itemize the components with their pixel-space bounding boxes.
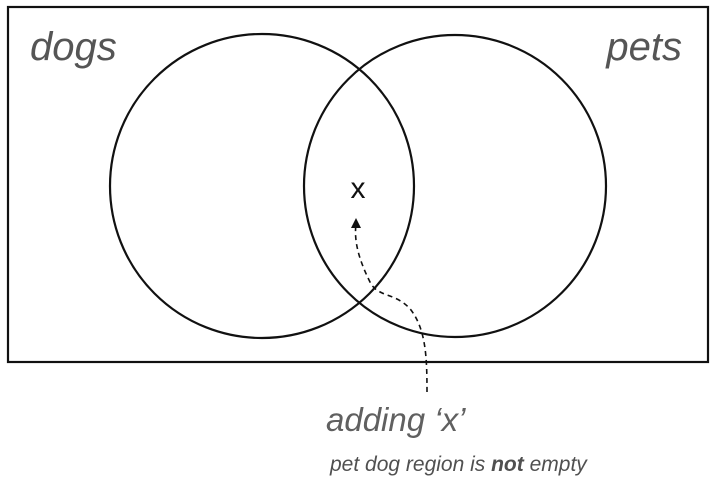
annotation-sub-after: empty xyxy=(524,453,589,476)
annotation-arrow xyxy=(354,223,428,393)
element-x: x xyxy=(351,172,366,205)
annotation-subtitle: pet dog region is not empty xyxy=(329,453,588,476)
annotation-title: adding ‘x’ xyxy=(326,401,466,438)
dogs-circle xyxy=(108,32,416,340)
universe-box xyxy=(6,5,710,364)
annotation-sub-before: pet dog region is xyxy=(329,453,491,476)
dogs-label: dogs xyxy=(30,25,117,69)
pets-circle xyxy=(302,33,608,339)
annotation-sub-emphasis: not xyxy=(491,453,525,476)
arrow-head xyxy=(351,218,361,228)
pets-label: pets xyxy=(605,25,682,69)
